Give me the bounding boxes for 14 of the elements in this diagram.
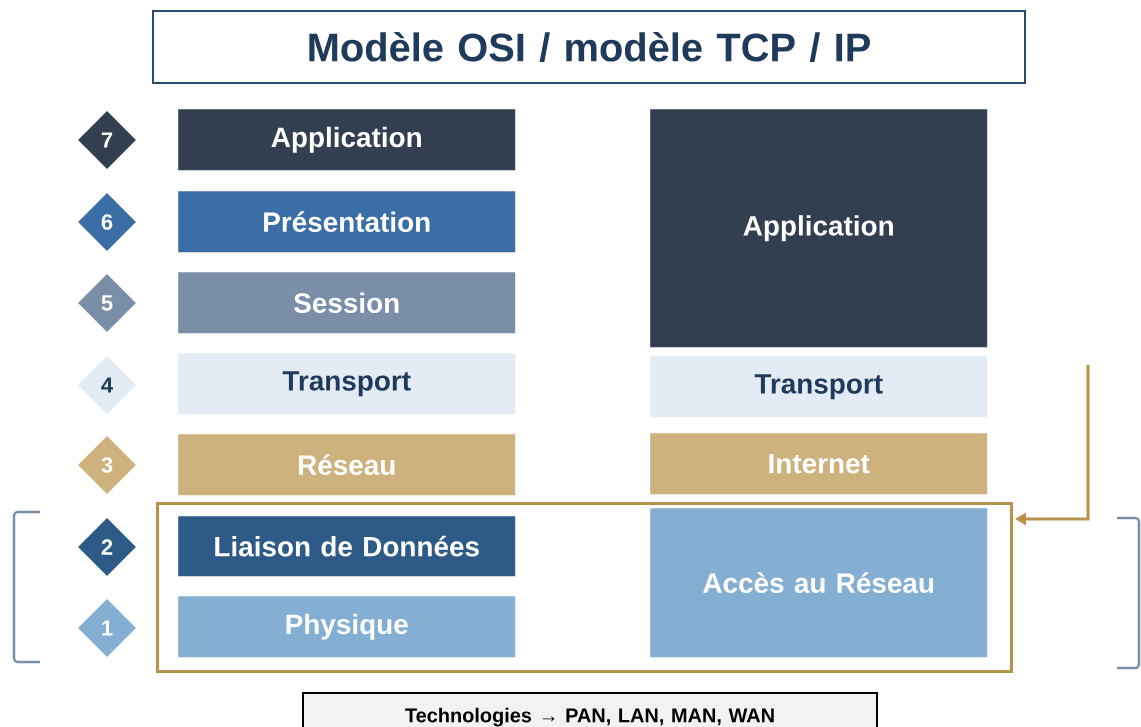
layer-box: Internet <box>650 433 988 495</box>
layer-box: Physique <box>178 596 516 658</box>
layer-box: Accès au Réseau <box>650 508 988 658</box>
title-box: Modèle OSI / modèle TCP / IP <box>152 10 1026 84</box>
layer-box: Application <box>650 109 988 348</box>
layer-box: Session <box>178 272 516 334</box>
layer-box: Liaison de Données <box>178 516 516 577</box>
layer-box: Présentation <box>178 191 516 253</box>
layer-box: Application <box>178 109 516 171</box>
layer-box: Transport <box>650 356 988 418</box>
highlight-frame <box>156 502 1013 673</box>
note-box: Technologies → PAN, LAN, MAN, WAN <box>302 692 878 727</box>
layer-box: Réseau <box>178 434 516 496</box>
layer-box: Transport <box>178 353 516 415</box>
